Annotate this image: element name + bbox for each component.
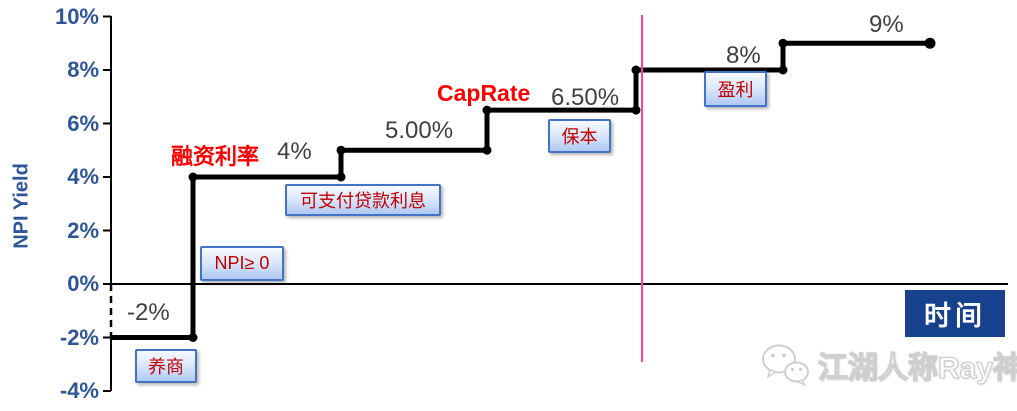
x-axis-title-box: 时间 <box>905 290 1005 337</box>
badge-cover-loan-interest: 可支付贷款利息 <box>285 184 441 216</box>
y-tick-label: 2% <box>67 217 99 243</box>
watermark: 江湖人称Ray神 <box>760 342 1017 388</box>
data-label-stage5: 8% <box>726 42 761 69</box>
badge-profit: 盈利 <box>704 71 767 107</box>
wechat-icon <box>762 344 809 387</box>
y-tick-label: 0% <box>67 271 99 296</box>
badge-incubation: 养商 <box>135 349 197 383</box>
data-label-stage6: 9% <box>869 11 904 38</box>
badge-breakeven: 保本 <box>548 119 611 153</box>
caprate-label: CapRate <box>437 80 531 106</box>
data-label-stage4: 6.50% <box>551 84 620 111</box>
y-tick-label: 8% <box>67 57 99 82</box>
data-label-stage3: 5.00% <box>385 117 454 144</box>
financing-rate-label: 融资利率 <box>171 144 260 169</box>
y-tick-label: -2% <box>59 324 99 350</box>
y-tick-label: 10% <box>54 3 99 29</box>
y-tick-label: 6% <box>67 110 99 136</box>
breakeven-divider-line <box>641 15 643 362</box>
data-label-start: -2% <box>127 299 170 326</box>
y-tick-label: -4% <box>59 378 99 403</box>
watermark-text: 江湖人称Ray神 <box>817 351 1017 385</box>
x-axis-title: 时间 <box>924 301 986 331</box>
y-tick-label: 4% <box>67 164 99 189</box>
data-label-stage2: 4% <box>277 138 312 165</box>
badge-npi-positive: NPI≥ 0 <box>200 246 284 281</box>
